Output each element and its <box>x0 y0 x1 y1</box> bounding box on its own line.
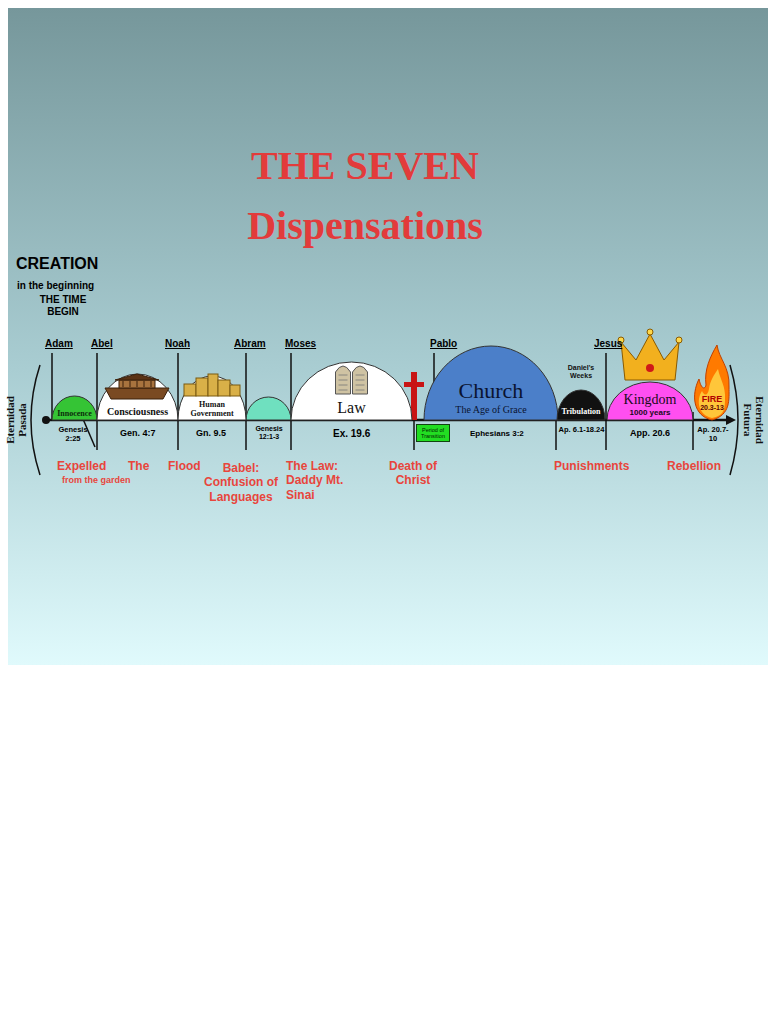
person-name: Jesus <box>594 338 622 350</box>
era-dividers <box>52 353 693 450</box>
node-heading: Daniel's Weeks <box>557 364 605 380</box>
person-name: Pablo <box>430 338 457 350</box>
creation-note: THE TIME BEGIN <box>32 294 94 318</box>
page-title: THE SEVEN Dispensations <box>200 136 530 256</box>
scripture-ref: Ap. 20.7-10 <box>695 425 731 443</box>
box-shape <box>417 425 450 442</box>
transition-box: Period of Transition <box>416 424 450 442</box>
node-heading: Innocence <box>57 409 92 418</box>
event-label: The <box>128 459 149 473</box>
past-bracket <box>31 365 40 475</box>
promise-dome <box>246 397 291 420</box>
person-name: Abel <box>91 338 113 350</box>
crown-picture <box>618 329 682 380</box>
dome-shape <box>607 382 693 420</box>
node-subtext: 20.3-13 <box>700 404 724 412</box>
creation-heading: CREATION <box>16 254 98 273</box>
event-label: Expelled <box>57 459 106 473</box>
eternity-label: Eternidad Pasada <box>4 388 28 452</box>
node-text-stack: Consciousness <box>97 372 178 420</box>
person-name: Moses <box>285 338 316 350</box>
person-name: Abram <box>234 338 266 350</box>
node-heading: Consciousness <box>107 406 168 418</box>
event-label: Death of Christ <box>386 459 440 488</box>
tower-picture <box>184 374 240 396</box>
person-name: Adam <box>45 338 73 350</box>
node-text-stack: FIRE20.3-13 <box>692 345 732 420</box>
dome-shape <box>97 374 178 420</box>
event-label: Babel: Confusion of Languages <box>198 461 284 504</box>
event-label: Flood <box>168 459 201 473</box>
node-heading: Church <box>459 378 524 403</box>
person-name: Noah <box>165 338 190 350</box>
event-label: Punishments <box>554 459 629 473</box>
dome-shape <box>424 346 558 420</box>
scripture-ref: Gen. 4:7 <box>120 428 156 439</box>
dome-shape <box>52 396 97 420</box>
scripture-ref: App. 20.6 <box>630 428 670 439</box>
slide-background <box>8 8 768 665</box>
node-subtext: The Age of Grace <box>455 404 526 416</box>
node-heading: Law <box>337 399 365 417</box>
timeline-arrowhead <box>726 415 736 425</box>
conscience-dome: Consciousness <box>97 372 178 420</box>
node-subtext: 1000 years <box>630 408 671 417</box>
scripture-ref: Ephesians 3:2 <box>470 429 524 439</box>
government-dome: Human Government <box>178 372 246 420</box>
creation-note: in the beginning <box>17 280 94 292</box>
node-text-stack: Innocence <box>52 392 97 420</box>
dome-shape <box>291 362 412 420</box>
event-label: from the garden <box>62 475 131 486</box>
dome-shape <box>557 390 605 420</box>
node-text-stack: Period of Transition <box>416 424 450 442</box>
scripture-ref: Genesis 2:25 <box>50 425 96 443</box>
node-heading: Kingdom <box>624 392 677 408</box>
node-text-stack: ChurchThe Age of Grace <box>424 345 558 420</box>
innocence-dome: Innocence <box>52 392 97 420</box>
event-label: Rebellion <box>667 459 721 473</box>
node-heading: FIRE <box>702 394 723 404</box>
eternity-label: Eternidad Futura <box>742 388 766 452</box>
church-dome: ChurchThe Age of Grace <box>424 345 558 420</box>
law-dome: Law <box>291 360 412 420</box>
tribulation-dome: Daniel's WeeksTribulation <box>557 364 605 420</box>
node-text-stack: Daniel's WeeksTribulation <box>557 364 605 420</box>
scripture-ref: Genesis 12:1-3 <box>248 425 290 442</box>
node-text-stack: Human Government <box>178 372 246 420</box>
node-subtext: Tribulation <box>562 407 601 416</box>
node-heading: Period of Transition <box>416 427 450 440</box>
node-heading: Human Government <box>178 400 246 418</box>
scripture-ref: Gn. 9.5 <box>196 428 226 439</box>
flame-symbol <box>695 345 729 420</box>
ark-picture <box>105 374 169 399</box>
event-label: The Law: Daddy Mt. Sinai <box>286 459 344 502</box>
scripture-ref: Ex. 19.6 <box>333 428 370 440</box>
scripture-ref: Ap. 6.1-18.24 <box>558 425 605 434</box>
node-text-stack: Law <box>291 360 412 420</box>
tablets-picture <box>336 366 368 394</box>
fire-flame: FIRE20.3-13 <box>692 345 732 420</box>
creation-dot <box>42 416 50 424</box>
